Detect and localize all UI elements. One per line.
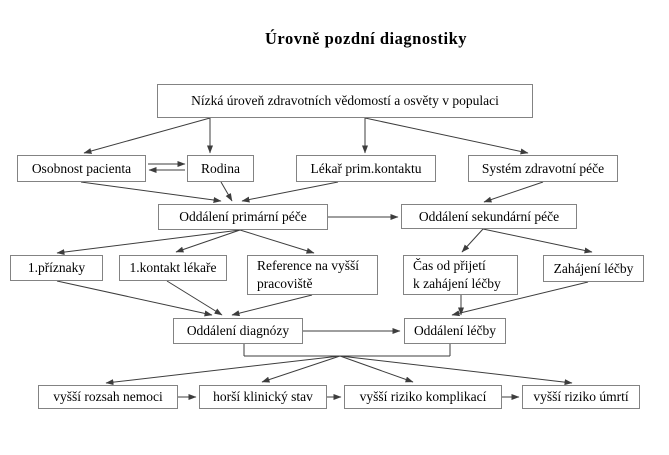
box-label: vyšší rozsah nemoci	[53, 389, 163, 405]
box-label: horší klinický stav	[213, 389, 313, 405]
edge-primary-contact-doctor-to-primary-care-delay	[241, 181, 339, 203]
edge-first-symptoms-to-diagnosis-delay	[56, 280, 213, 317]
diagram-box-primary-care-delay: Oddálení primární péče	[158, 204, 328, 230]
diagram-box-patient-personality: Osobnost pacienta	[17, 155, 146, 182]
edges-group	[56, 117, 593, 400]
diagram-box-treatment-start: Zahájení léčby	[543, 255, 644, 282]
diagram-box-healthcare-system: Systém zdravotní péče	[468, 155, 618, 182]
box-label: Oddálení léčby	[413, 323, 497, 339]
diagram-box-first-symptoms: 1.příznaky	[10, 255, 103, 281]
page-title: Úrovně pozdní diagnostiky	[265, 29, 467, 48]
box-label: Oddálení sekundární péče	[418, 208, 560, 224]
edge-family-to-primary-care-delay	[220, 181, 233, 202]
edge-bracket-to-higher-complication-risk	[339, 355, 414, 383]
edge-treatment-start-to-treatment-delay	[451, 281, 589, 317]
edge-bracket-to-higher-death-risk	[339, 355, 573, 386]
edge-secondary-care-delay-to-time-admission-to-treatment	[461, 228, 484, 253]
diagram-box-time-admission-to-treatment: Čas od přijetí k zahájení léčby	[403, 255, 518, 295]
edge-primary-care-delay-to-first-symptoms	[56, 229, 241, 256]
box-label: vyšší riziko komplikací	[359, 389, 487, 405]
edge-primary-care-delay-to-referral-higher-facility	[239, 229, 315, 254]
diagram-box-greater-disease-extent: vyšší rozsah nemoci	[38, 385, 178, 409]
box-label: 1.příznaky	[27, 260, 86, 276]
edge-low-health-awareness-to-healthcare-system	[364, 117, 529, 155]
box-label: Reference na vyšší pracoviště	[257, 258, 359, 291]
diagram-box-higher-complication-risk: vyšší riziko komplikací	[344, 385, 502, 409]
box-label: Nízká úroveň zdravotních vědomostí a osv…	[191, 93, 499, 109]
edge-low-health-awareness-to-patient-personality	[83, 117, 211, 154]
box-label: Osobnost pacienta	[31, 160, 132, 176]
diagram-box-referral-higher-facility: Reference na vyšší pracoviště	[247, 255, 378, 295]
box-label: Čas od přijetí k zahájení léčby	[413, 258, 501, 291]
edge-bracket-to-worse-clinical-state	[261, 355, 341, 383]
box-label: vyšší riziko úmrtí	[533, 389, 629, 405]
box-label: Oddálení primární péče	[179, 209, 307, 225]
box-label: Oddálení diagnózy	[186, 323, 290, 339]
diagram-box-first-doctor-contact: 1.kontakt lékaře	[119, 255, 227, 281]
edge-bracket-to-greater-disease-extent	[105, 355, 341, 386]
box-label: Systém zdravotní péče	[481, 160, 605, 176]
edge-secondary-care-delay-to-treatment-start	[482, 228, 593, 254]
box-label: Rodina	[201, 160, 240, 176]
diagram-box-higher-death-risk: vyšší riziko úmrtí	[522, 385, 640, 409]
diagram-box-family: Rodina	[187, 155, 254, 182]
edge-first-doctor-contact-to-diagnosis-delay	[166, 280, 223, 316]
box-label: 1.kontakt lékaře	[129, 260, 217, 276]
diagram-box-primary-contact-doctor: Lékař prim.kontaktu	[296, 155, 436, 182]
edge-patient-personality-to-primary-care-delay	[80, 181, 222, 203]
diagram-box-secondary-care-delay: Oddálení sekundární péče	[401, 204, 577, 229]
edge-healthcare-system-to-secondary-care-delay	[483, 181, 544, 203]
box-label: Zahájení léčby	[553, 260, 634, 276]
diagram-box-treatment-delay: Oddálení léčby	[404, 318, 506, 344]
diagram-box-worse-clinical-state: horší klinický stav	[199, 385, 327, 409]
diagram-box-low-health-awareness: Nízká úroveň zdravotních vědomostí a osv…	[157, 84, 533, 118]
edge-referral-higher-facility-to-diagnosis-delay	[231, 294, 313, 317]
diagram-box-diagnosis-delay: Oddálení diagnózy	[173, 318, 303, 344]
edge-primary-care-delay-to-first-doctor-contact	[175, 229, 241, 253]
box-label: Lékař prim.kontaktu	[310, 160, 422, 176]
